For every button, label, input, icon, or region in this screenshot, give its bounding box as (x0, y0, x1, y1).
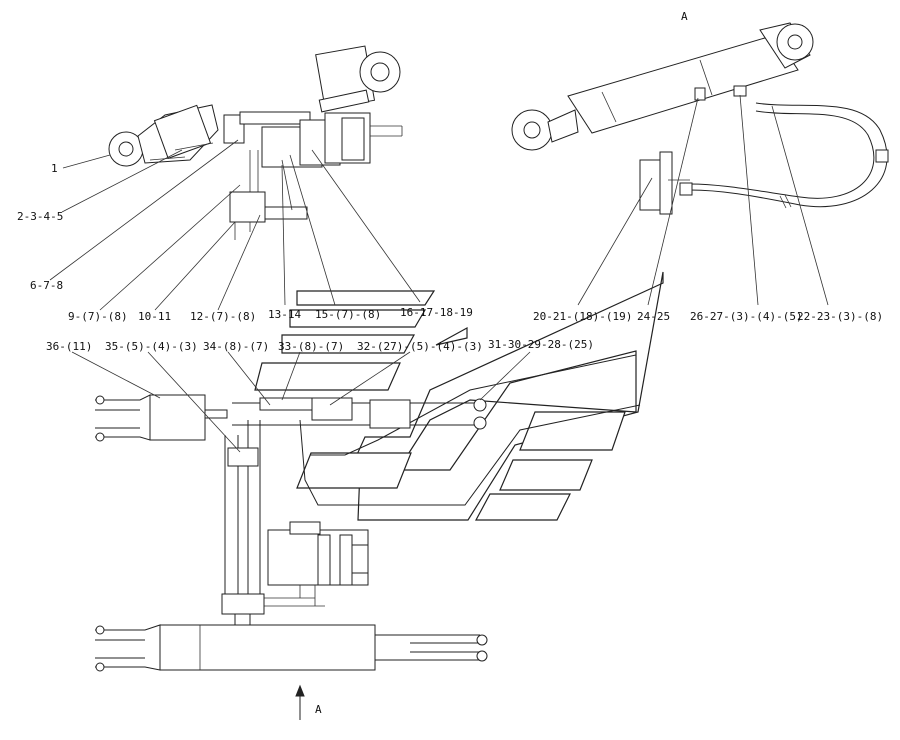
callout-1: 1 (51, 162, 58, 175)
callout-3: 6-7-8 (30, 279, 63, 292)
callout-13: 22-23-(3)-(8) (797, 310, 883, 323)
main-tractor-linkage (95, 394, 488, 720)
view-marker-bottom: A (315, 703, 322, 716)
callout-7: 13-14 (268, 308, 301, 321)
callout-16: 34-(8)-(7) (203, 340, 269, 353)
callout-10: 20-21-(18)-(19) (533, 310, 632, 323)
callout-19: 31-30-29-28-(25) (488, 338, 594, 351)
callout-2: 2-3-4-5 (17, 210, 63, 223)
callout-4: 9-(7)-(8) (68, 310, 128, 323)
callout-8: 15-(7)-(8) (315, 308, 381, 321)
callout-6: 12-(7)-(8) (190, 310, 256, 323)
callout-12: 26-27-(3)-(4)-(5) (690, 310, 803, 323)
callout-18: 32-(27)-(5)-(4)-(3) (357, 340, 483, 353)
view-marker-top: A (681, 10, 688, 23)
detail-cylinder-right (511, 22, 889, 215)
leader-lines (49, 94, 829, 453)
callout-9: 16-17-18-19 (400, 306, 473, 319)
callout-17: 33-(8)-(7) (278, 340, 344, 353)
detail-valve-block (223, 45, 403, 240)
callout-15: 35-(5)-(4)-(3) (105, 340, 198, 353)
zoom-band-stripes (254, 290, 641, 521)
callout-5: 10-11 (138, 310, 171, 323)
callout-11: 24-25 (637, 310, 670, 323)
zoom-band-outer (349, 271, 664, 521)
detail-cylinder-left (108, 104, 219, 167)
callout-14: 36-(11) (46, 340, 92, 353)
